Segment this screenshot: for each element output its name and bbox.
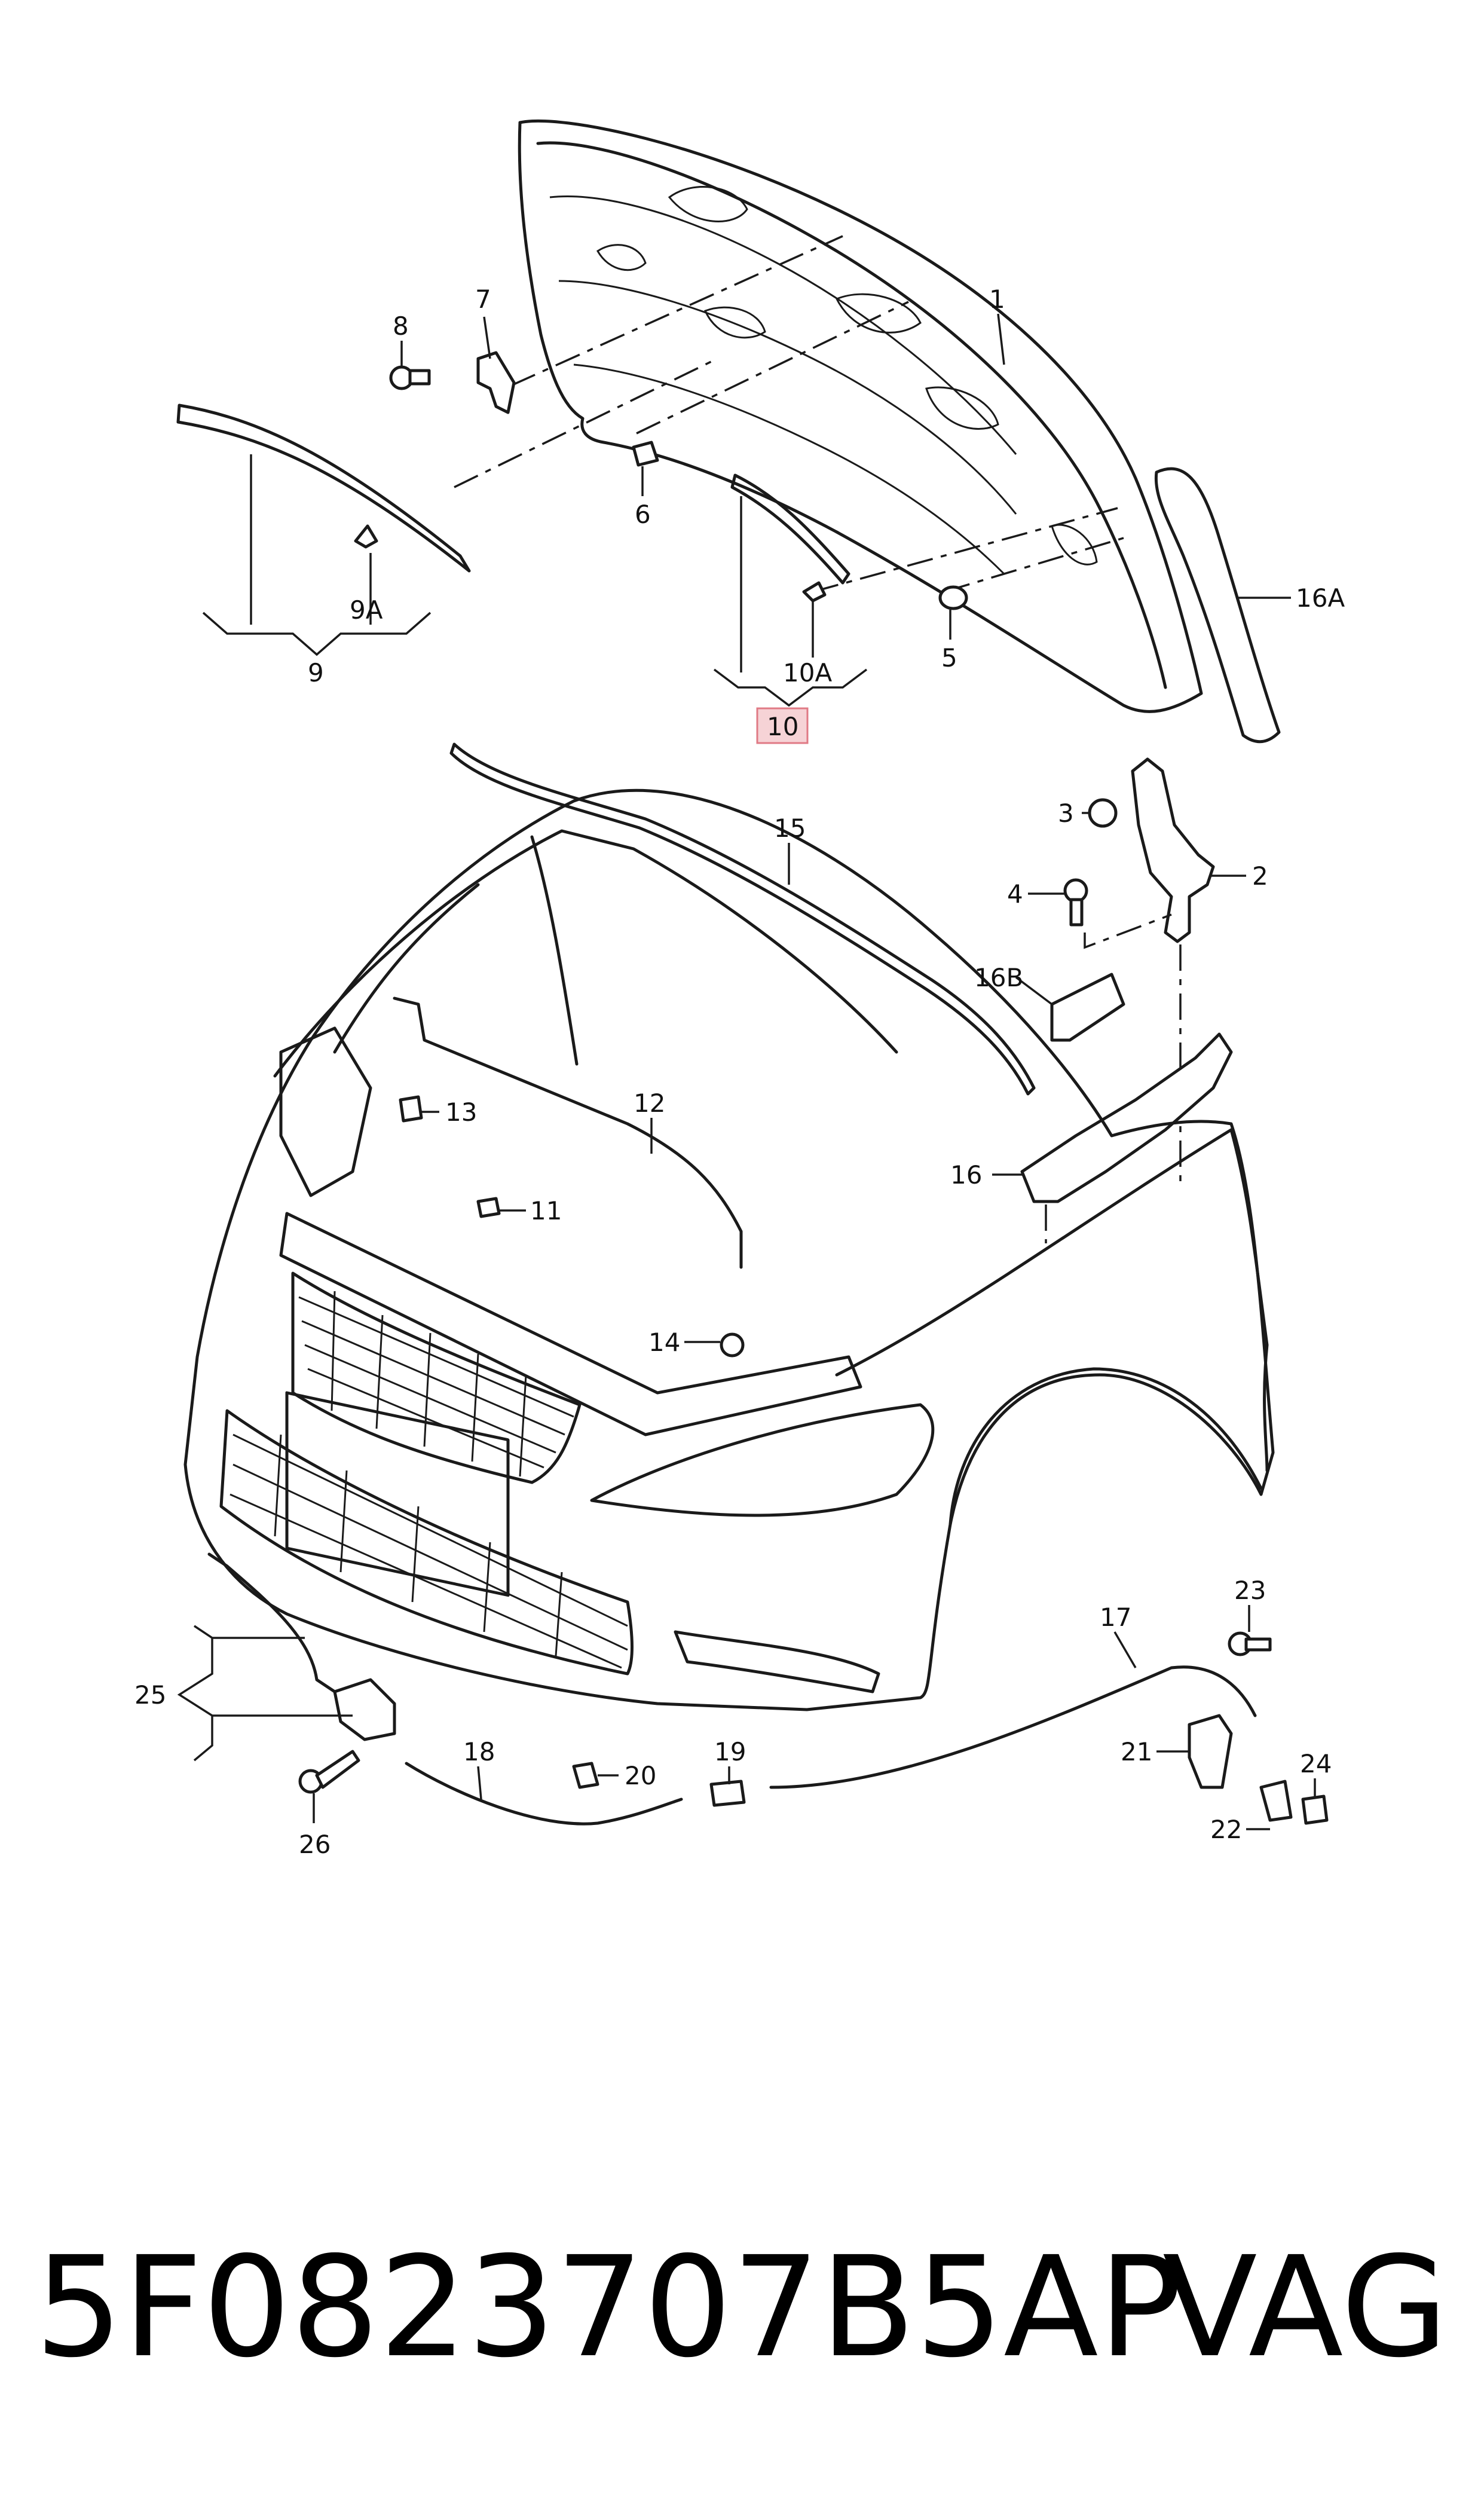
nut-3: [1088, 798, 1118, 828]
callout-13: 13: [445, 1097, 477, 1127]
prop-rod-15: [449, 742, 1036, 1096]
handle-21: [1188, 1714, 1233, 1789]
clip-14: [720, 1332, 745, 1358]
callout-10a: 10A: [783, 658, 832, 687]
grommet-6: [632, 441, 659, 467]
callout-6: 6: [635, 500, 651, 529]
support-rod-12: [393, 996, 743, 1269]
part-number: 5F0823707B5AP: [35, 2227, 1182, 2388]
callout-20: 20: [625, 1761, 656, 1790]
callout-22: 22: [1210, 1815, 1242, 1844]
hood-panel: [518, 119, 1203, 713]
callout-1: 1: [989, 285, 1005, 314]
callout-24: 24: [1300, 1749, 1332, 1778]
callout-16a: 16A: [1296, 583, 1345, 613]
callout-26: 26: [299, 1830, 331, 1859]
hood-rear-strip: [1154, 467, 1281, 744]
clip-13: [399, 1095, 423, 1123]
callout-14: 14: [648, 1328, 680, 1357]
clip-24: [1301, 1794, 1329, 1825]
callout-8: 8: [393, 311, 409, 341]
clip-19: [709, 1780, 746, 1807]
bracket-22: [1259, 1780, 1293, 1822]
bolt-8: [389, 365, 431, 390]
callout-17: 17: [1100, 1603, 1131, 1632]
clip-20: [572, 1762, 599, 1789]
clip-11: [476, 1197, 501, 1218]
callout-2: 2: [1252, 861, 1268, 891]
callout-10-highlight: [756, 707, 809, 744]
clip-10a: [802, 581, 827, 603]
bowden-cable-17: [769, 1665, 1257, 1789]
callout-21: 21: [1121, 1737, 1152, 1766]
hood-seal-rear: [730, 473, 850, 585]
callout-11: 11: [530, 1196, 562, 1225]
brand-label: VAG: [1162, 2227, 1449, 2388]
hood-seal-front: [176, 403, 471, 573]
callout-7: 7: [475, 285, 491, 314]
buffer-5: [938, 585, 968, 610]
bowden-cable-18: [405, 1762, 683, 1826]
callout-16b: 16B: [974, 963, 1023, 992]
hood-lock-26: [333, 1678, 396, 1741]
hood-clip-7: [476, 351, 516, 414]
callout-15: 15: [774, 814, 806, 843]
hood-hinge: [1131, 757, 1215, 943]
callout-4: 4: [1007, 879, 1023, 909]
bolt-26: [298, 1750, 360, 1794]
callout-3: 3: [1058, 799, 1074, 828]
callout-18: 18: [463, 1737, 495, 1766]
callout-10: 10: [767, 712, 798, 741]
bolt-23: [1228, 1631, 1272, 1656]
callout-labels: 1 2 3 4 5 6 7 8 9 9A 10 10A 11 12 13 14 …: [134, 285, 1345, 1859]
leader-lines: [177, 313, 1316, 1830]
fender-bracket-16: [1020, 1032, 1233, 1203]
callout-16: 16: [950, 1160, 982, 1190]
fender-insert-16b: [1050, 973, 1125, 1042]
callout-5: 5: [941, 643, 957, 672]
callout-9a: 9A: [350, 595, 383, 625]
callout-9: 9: [308, 658, 324, 687]
car-front-end: [183, 788, 1275, 1711]
callout-23: 23: [1234, 1576, 1266, 1605]
bolt-4: [1063, 878, 1088, 927]
callout-12: 12: [634, 1089, 665, 1118]
clip-9a: [354, 524, 378, 549]
callout-19: 19: [714, 1737, 746, 1766]
cable-25: [207, 1552, 336, 1693]
callout-25: 25: [134, 1680, 166, 1710]
